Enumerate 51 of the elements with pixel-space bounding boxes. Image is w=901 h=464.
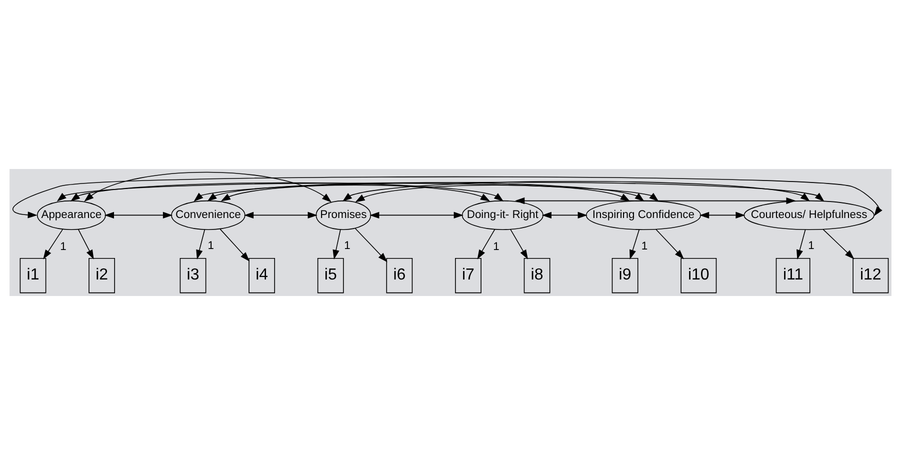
arrow	[207, 182, 644, 202]
arrow	[220, 184, 490, 201]
edge-label: 1	[208, 240, 214, 252]
node-ellipse: Courteous/ Helpfulness	[744, 200, 874, 230]
arrow	[78, 228, 94, 259]
arrow	[342, 180, 810, 202]
edge-label: 1	[344, 239, 350, 252]
node-box: i4	[248, 258, 276, 293]
arrow	[12, 176, 882, 218]
arrow	[194, 181, 824, 202]
arrow	[822, 228, 854, 259]
node-box: i7	[455, 258, 482, 293]
node-ellipse: Inspiring Confidence	[586, 200, 701, 230]
node-ellipse: Convenience	[171, 200, 246, 230]
arrow	[656, 228, 684, 259]
arrow	[355, 184, 630, 202]
arrow	[477, 228, 496, 259]
arrow	[510, 228, 528, 259]
arrow	[56, 182, 659, 202]
arrow	[699, 211, 746, 218]
arrow	[630, 228, 640, 259]
node-ellipse: Promises	[316, 200, 372, 230]
node-box: i12	[852, 258, 889, 293]
node-box: i9	[612, 258, 638, 293]
arrow	[104, 211, 173, 218]
edge-label: 1	[493, 240, 500, 252]
arrow	[196, 228, 206, 259]
node-box: i3	[180, 258, 206, 293]
arrow	[244, 211, 318, 218]
node-box: i10	[680, 258, 717, 293]
edge-label: 1	[641, 240, 648, 252]
node-box: i5	[317, 258, 344, 293]
arrow	[70, 182, 504, 202]
arrow	[220, 228, 250, 261]
node-box: i11	[776, 258, 810, 293]
arrow	[332, 228, 341, 259]
arrow	[542, 211, 588, 218]
node-box: i8	[524, 258, 550, 293]
node-ellipse: Appearance	[36, 200, 106, 230]
node-box: i2	[88, 258, 115, 293]
node-box: i6	[386, 258, 413, 293]
edge-label: 1	[60, 240, 66, 252]
node-box: i1	[20, 258, 46, 293]
arrow	[84, 171, 332, 202]
arrow	[515, 196, 796, 204]
arrow	[43, 228, 64, 259]
arrow	[796, 228, 806, 259]
arrow	[354, 228, 388, 262]
arrow	[370, 211, 464, 218]
node-ellipse: Doing-it- Right	[462, 200, 544, 230]
edge-label: 1	[808, 240, 814, 252]
